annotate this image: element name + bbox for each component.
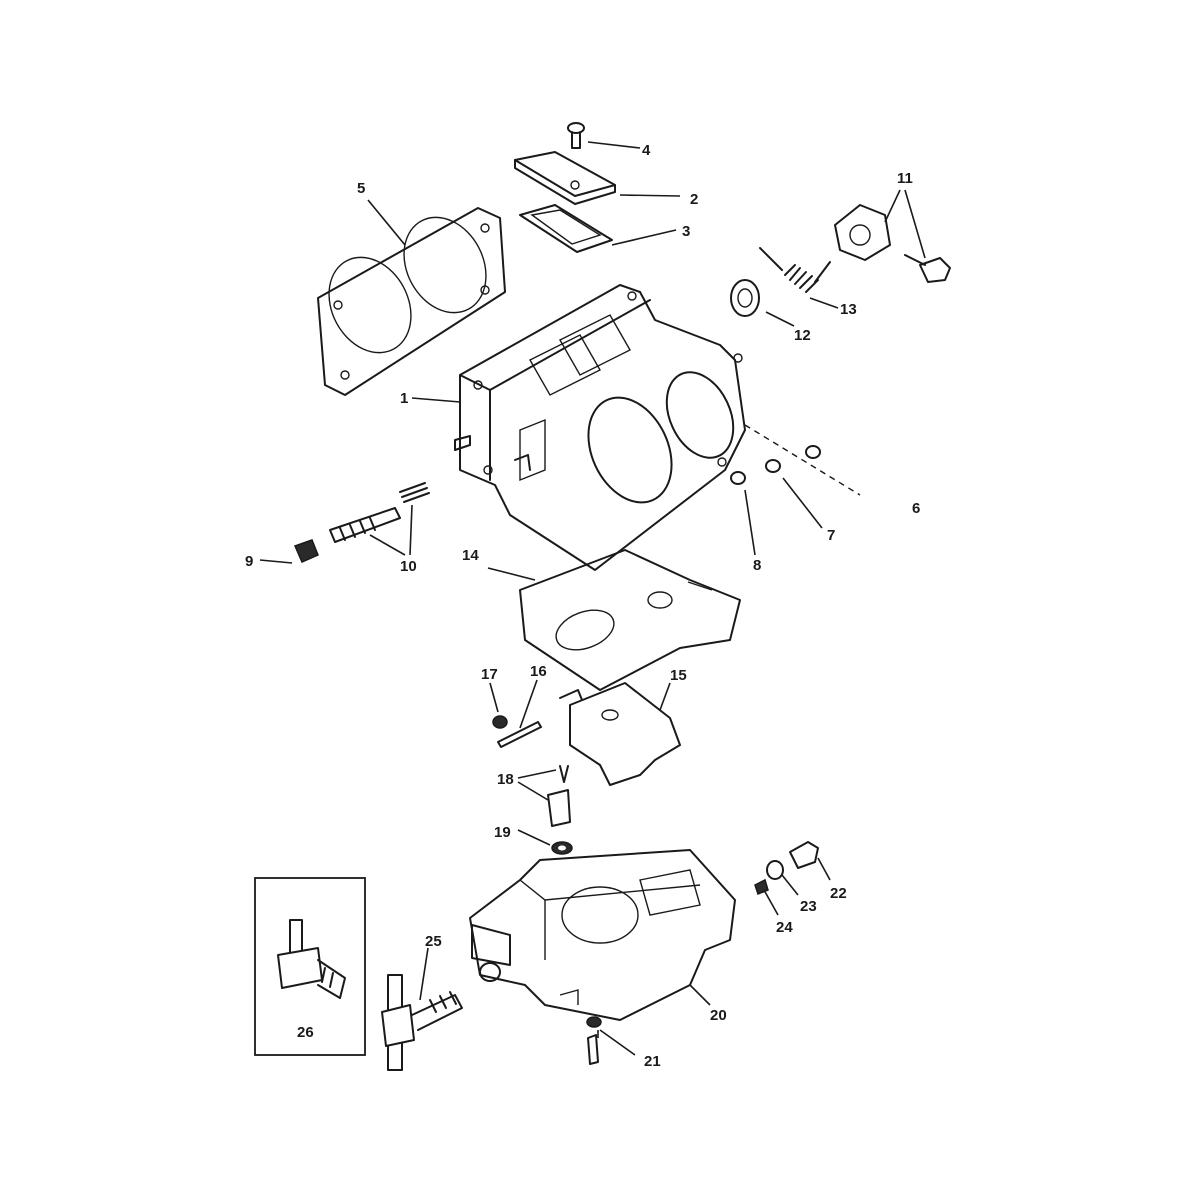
part-4-screw xyxy=(567,122,585,149)
part-2-cover-plate xyxy=(514,151,616,205)
callout-11: 11 xyxy=(897,170,913,187)
callout-12: 12 xyxy=(794,327,811,344)
callout-20: 20 xyxy=(710,1007,727,1024)
part-11-choke-assembly xyxy=(834,204,951,283)
callout-5: 5 xyxy=(357,180,365,197)
callout-24: 24 xyxy=(776,919,793,936)
part-16-pin xyxy=(497,721,542,748)
callout-14: 14 xyxy=(462,547,479,564)
part-24-jet xyxy=(754,878,769,895)
callout-4: 4 xyxy=(642,142,651,159)
callout-25: 25 xyxy=(425,933,442,950)
callout-1: 1 xyxy=(400,390,408,407)
part-18-needle-valve xyxy=(547,765,571,827)
part-20-float-bowl xyxy=(469,849,736,1021)
callout-23: 23 xyxy=(800,898,817,915)
callout-26: 26 xyxy=(297,1024,314,1041)
callout-2: 2 xyxy=(690,191,698,208)
part-21-screw xyxy=(586,1016,602,1065)
callout-10: 10 xyxy=(400,558,417,575)
callout-7: 7 xyxy=(827,527,835,544)
part-12-seal xyxy=(730,279,760,317)
part-17-nut xyxy=(492,715,508,729)
callout-21: 21 xyxy=(644,1053,661,1070)
part-9-cap xyxy=(293,539,319,563)
callout-3: 3 xyxy=(682,223,690,240)
callout-labels: 1 2 3 4 5 6 7 8 9 10 11 12 13 14 15 16 1… xyxy=(245,142,920,1070)
callout-6: 6 xyxy=(912,500,920,517)
callout-17: 17 xyxy=(481,666,498,683)
leader-lines xyxy=(259,141,926,1056)
part-3-gasket xyxy=(519,204,613,253)
part-10-needle-spring xyxy=(329,482,430,543)
callout-8: 8 xyxy=(753,557,761,574)
part-23-washer xyxy=(766,860,784,880)
part-1-carburetor-body xyxy=(454,284,746,571)
part-5-gasket xyxy=(317,207,506,396)
part-15-float xyxy=(559,682,681,786)
callout-19: 19 xyxy=(494,824,511,841)
callout-13: 13 xyxy=(840,301,857,318)
callout-16: 16 xyxy=(530,663,547,680)
part-13-spring xyxy=(759,247,831,293)
part-14-gasket xyxy=(519,549,741,691)
parts-6-7-8-plugs xyxy=(730,424,861,496)
part-22-plug xyxy=(789,841,819,869)
part-19-washer xyxy=(551,841,573,855)
callout-22: 22 xyxy=(830,885,847,902)
callout-18: 18 xyxy=(497,771,514,788)
callout-15: 15 xyxy=(670,667,687,684)
callout-9: 9 xyxy=(245,553,253,570)
part-26-fitting-inset xyxy=(254,877,366,1056)
part-25-fitting xyxy=(381,974,463,1071)
